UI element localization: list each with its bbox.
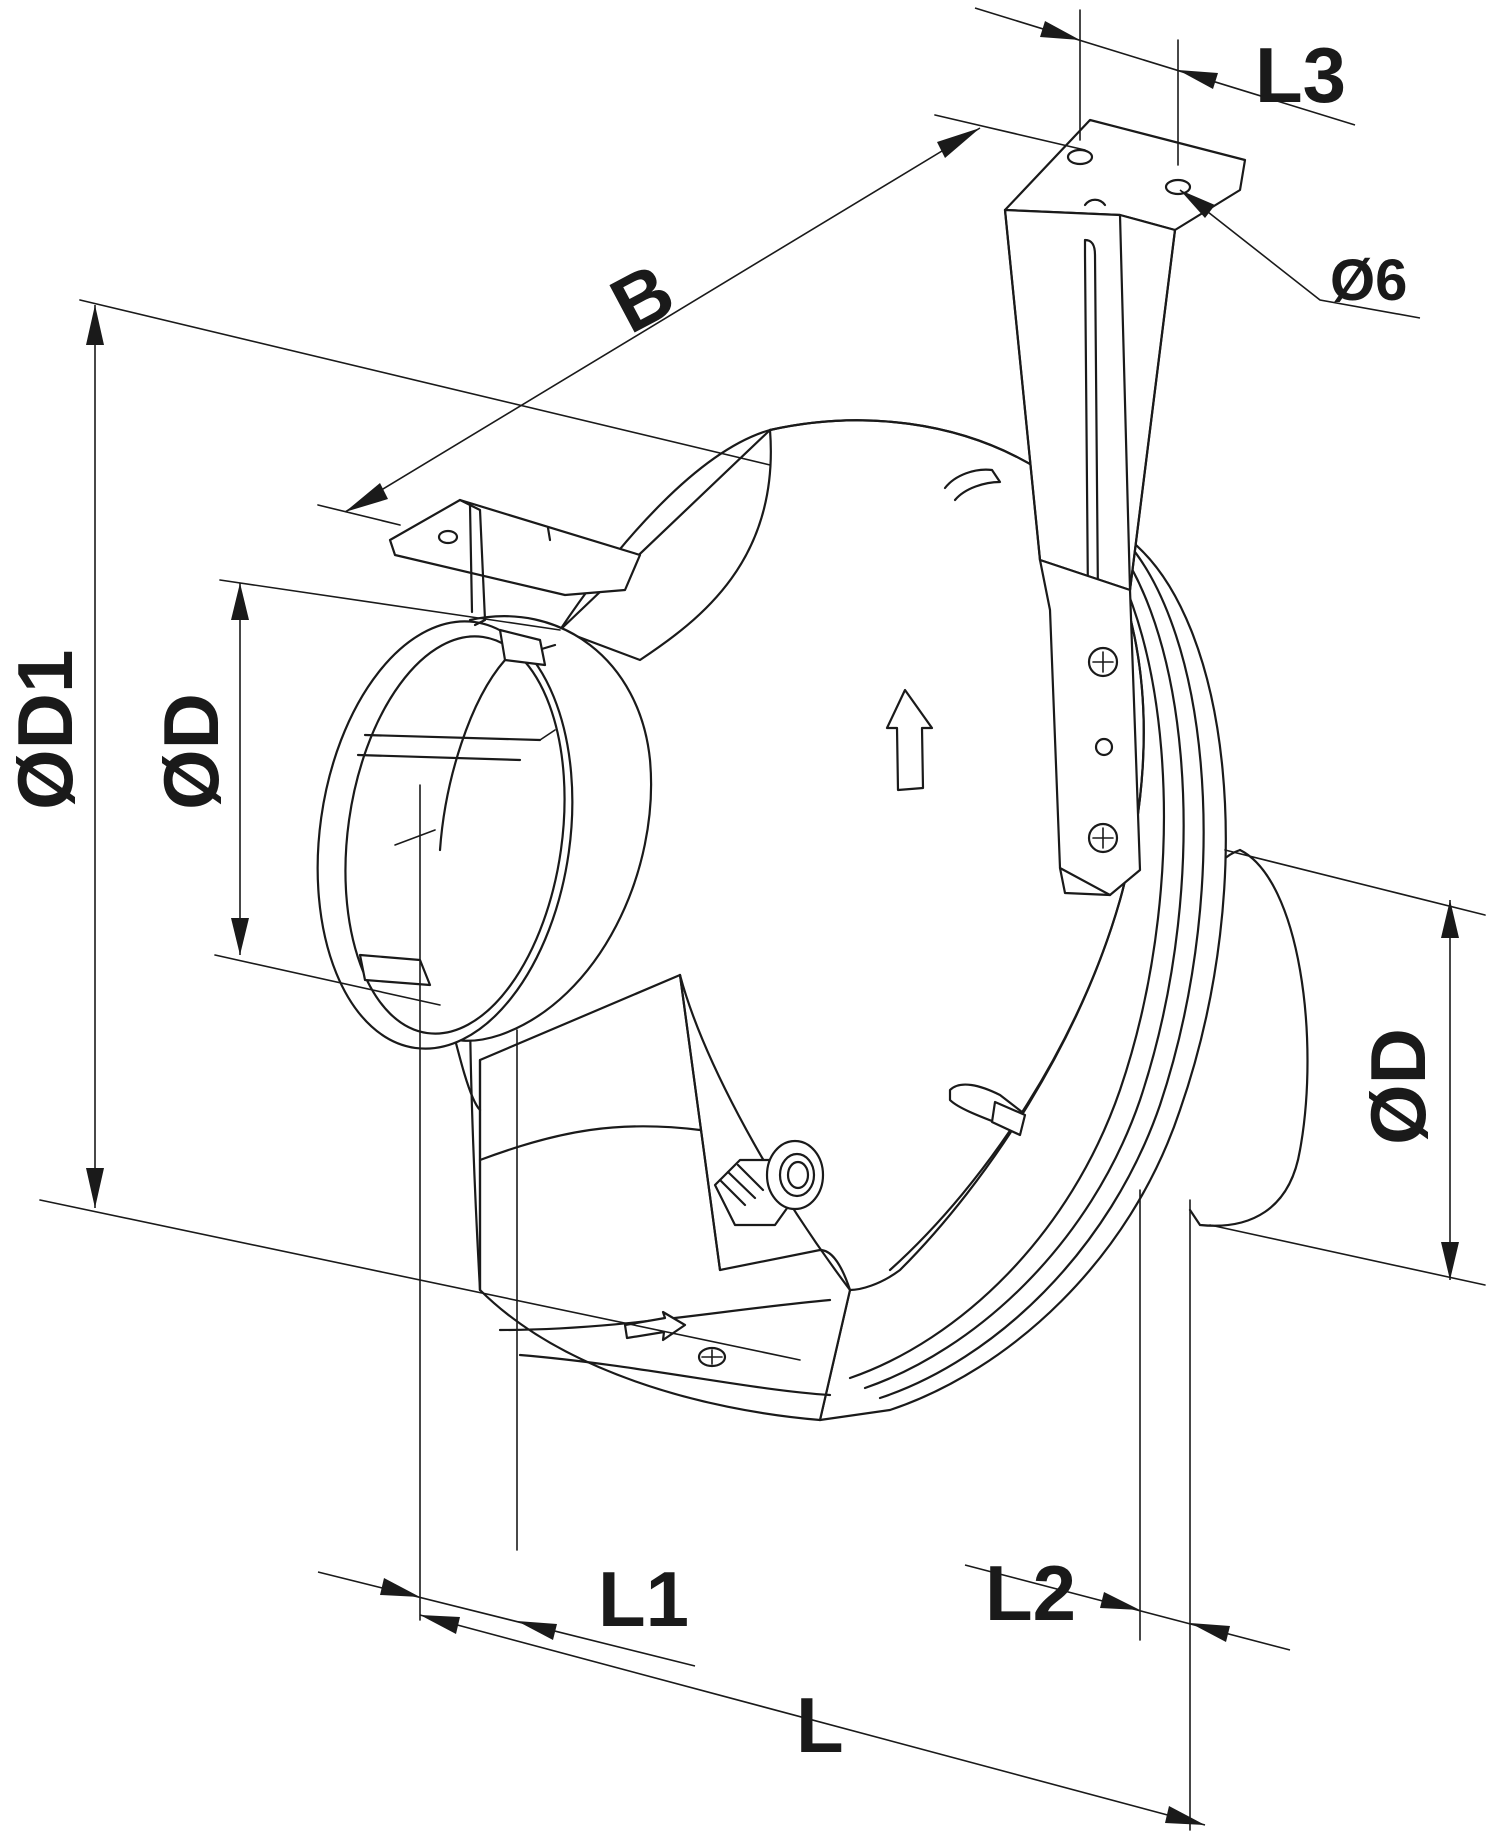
dimension-labels: B ØD1 ØD ØD L L1 L2 L3 Ø6 [1, 31, 1442, 1769]
label-d1: ØD1 [1, 650, 89, 810]
mounting-bracket-left [388, 498, 642, 627]
label-l: L [796, 1681, 844, 1769]
inlet-collar [316, 615, 653, 1050]
bracket-left-hole-icon [437, 529, 459, 545]
dimension-lines [86, 7, 1459, 1826]
label-l2: L2 [985, 1549, 1076, 1637]
label-d-outlet: ØD [1354, 1028, 1442, 1145]
extension-lines [39, 9, 1486, 1831]
mounting-bracket-right [948, 118, 1247, 1137]
label-d-inlet: ØD [147, 693, 235, 810]
bracket-top-hole-2-icon [1164, 178, 1192, 196]
label-b: B [597, 246, 688, 350]
label-l1: L1 [598, 1555, 689, 1643]
cable-gland [713, 1139, 825, 1227]
airflow-arrow-icon [885, 688, 934, 792]
bracket-top-hole-1-icon [1066, 148, 1094, 166]
bracket-rivet-icon [1094, 737, 1114, 757]
label-l3: L3 [1255, 31, 1346, 119]
label-hole-diameter: Ø6 [1330, 248, 1407, 313]
